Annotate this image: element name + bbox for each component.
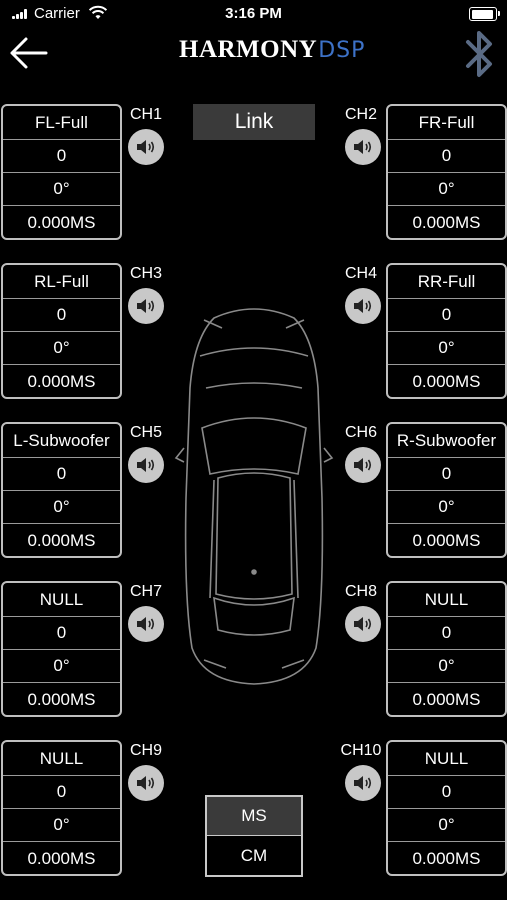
channel-name[interactable]: L-Subwoofer bbox=[3, 424, 120, 458]
status-bar: Carrier 3:16 PM bbox=[0, 0, 507, 28]
channel-delay[interactable]: 0.000MS bbox=[27, 212, 96, 232]
speaker-icon bbox=[137, 458, 155, 472]
speaker-icon bbox=[354, 140, 372, 154]
channel-delay[interactable]: 0.000MS bbox=[412, 848, 481, 868]
car-top-view bbox=[174, 308, 334, 685]
channel-phase[interactable]: 0° bbox=[3, 332, 120, 365]
channel-label: CH2 bbox=[344, 106, 377, 123]
channel-label: CH10 bbox=[340, 742, 382, 759]
channel-label: CH9 bbox=[129, 742, 162, 759]
wifi-icon bbox=[88, 5, 108, 19]
speaker-mute-button[interactable] bbox=[345, 288, 381, 324]
channel-phase[interactable]: 0° bbox=[388, 491, 505, 524]
channel-label: CH1 bbox=[129, 106, 162, 123]
speaker-icon bbox=[137, 140, 155, 154]
speaker-mute-button[interactable] bbox=[128, 606, 164, 642]
speaker-icon bbox=[137, 617, 155, 631]
channel-name[interactable]: FL-Full bbox=[3, 106, 120, 140]
speaker-mute-button[interactable] bbox=[345, 447, 381, 483]
speaker-icon bbox=[354, 458, 372, 472]
channel-name[interactable]: RL-Full bbox=[3, 265, 120, 299]
channel-label: CH8 bbox=[344, 583, 377, 600]
channel-phase[interactable]: 0° bbox=[388, 173, 505, 206]
speaker-mute-button[interactable] bbox=[128, 447, 164, 483]
channel-gain[interactable]: 0 bbox=[388, 617, 505, 650]
channel-delay[interactable]: 0.000MS bbox=[27, 371, 96, 391]
channel-phase[interactable]: 0° bbox=[3, 173, 120, 206]
channel-delay[interactable]: 0.000MS bbox=[27, 848, 96, 868]
channel-name[interactable]: NULL bbox=[3, 583, 120, 617]
bluetooth-icon[interactable] bbox=[460, 28, 500, 80]
channel-gain[interactable]: 0 bbox=[388, 776, 505, 809]
channel-phase[interactable]: 0° bbox=[3, 809, 120, 842]
channel-name[interactable]: NULL bbox=[388, 742, 505, 776]
channel-delay[interactable]: 0.000MS bbox=[27, 689, 96, 709]
channel-delay[interactable]: 0.000MS bbox=[412, 689, 481, 709]
link-button[interactable]: Link bbox=[193, 104, 315, 140]
channel-gain[interactable]: 0 bbox=[388, 140, 505, 173]
channel-gain[interactable]: 0 bbox=[3, 458, 120, 491]
speaker-mute-button[interactable] bbox=[128, 288, 164, 324]
speaker-icon bbox=[354, 617, 372, 631]
channel-label: CH5 bbox=[129, 424, 162, 441]
speaker-mute-button[interactable] bbox=[345, 765, 381, 801]
unit-ms-button[interactable]: MS bbox=[207, 797, 301, 836]
speaker-mute-button[interactable] bbox=[128, 129, 164, 165]
unit-toggle: MS CM bbox=[205, 795, 303, 877]
speaker-icon bbox=[354, 299, 372, 313]
channel-phase[interactable]: 0° bbox=[388, 809, 505, 842]
clock: 3:16 PM bbox=[225, 5, 282, 22]
channel-name[interactable]: NULL bbox=[3, 742, 120, 776]
channel-delay[interactable]: 0.000MS bbox=[412, 212, 481, 232]
channel-gain[interactable]: 0 bbox=[3, 299, 120, 332]
channel-phase[interactable]: 0° bbox=[3, 650, 120, 683]
speaker-mute-button[interactable] bbox=[345, 606, 381, 642]
speaker-mute-button[interactable] bbox=[345, 129, 381, 165]
channel-name[interactable]: NULL bbox=[388, 583, 505, 617]
channel-gain[interactable]: 0 bbox=[388, 299, 505, 332]
speaker-icon bbox=[137, 299, 155, 313]
channel-gain[interactable]: 0 bbox=[3, 140, 120, 173]
signal-icon bbox=[12, 9, 32, 19]
channel-gain[interactable]: 0 bbox=[3, 617, 120, 650]
channel-phase[interactable]: 0° bbox=[3, 491, 120, 524]
channel-label: CH4 bbox=[344, 265, 377, 282]
back-arrow-icon[interactable] bbox=[8, 34, 50, 72]
channel-gain[interactable]: 0 bbox=[3, 776, 120, 809]
channel-label: CH7 bbox=[129, 583, 162, 600]
channel-gain[interactable]: 0 bbox=[388, 458, 505, 491]
channel-phase[interactable]: 0° bbox=[388, 332, 505, 365]
channel-delay[interactable]: 0.000MS bbox=[412, 530, 481, 550]
unit-cm-button[interactable]: CM bbox=[240, 845, 268, 865]
speaker-icon bbox=[354, 776, 372, 790]
channel-name[interactable]: RR-Full bbox=[388, 265, 505, 299]
channel-delay[interactable]: 0.000MS bbox=[412, 371, 481, 391]
channel-name[interactable]: R-Subwoofer bbox=[388, 424, 505, 458]
speaker-icon bbox=[137, 776, 155, 790]
battery-icon bbox=[469, 7, 500, 21]
carrier-label: Carrier bbox=[34, 5, 80, 22]
channel-label: CH3 bbox=[129, 265, 162, 282]
channel-name[interactable]: FR-Full bbox=[388, 106, 505, 140]
channel-delay[interactable]: 0.000MS bbox=[27, 530, 96, 550]
speaker-mute-button[interactable] bbox=[128, 765, 164, 801]
channel-label: CH6 bbox=[344, 424, 377, 441]
channel-phase[interactable]: 0° bbox=[388, 650, 505, 683]
